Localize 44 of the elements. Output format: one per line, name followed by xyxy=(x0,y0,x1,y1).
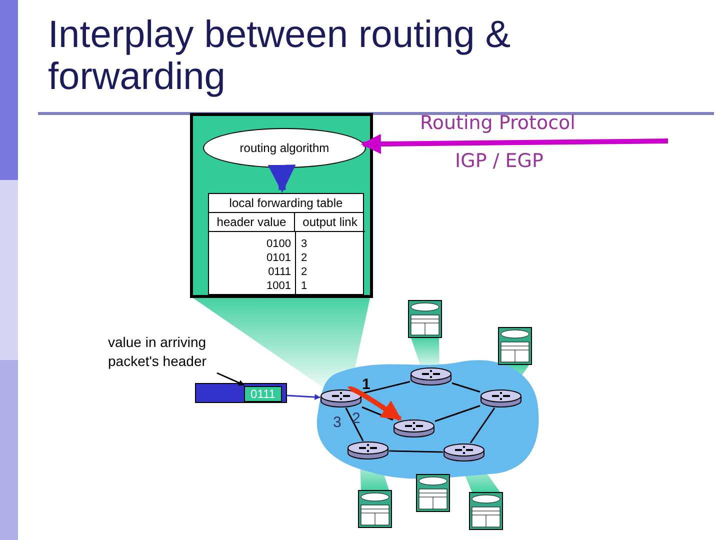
protocol-label: Routing Protocol xyxy=(420,112,576,134)
arrow xyxy=(349,386,402,422)
arrow xyxy=(286,394,321,400)
arrow xyxy=(268,164,296,193)
table-title: local forwarding table xyxy=(229,196,343,210)
table-cell-text: 3 xyxy=(301,237,308,251)
port-number: 2 xyxy=(352,410,360,427)
router-icon xyxy=(347,441,389,460)
link-line xyxy=(434,405,480,422)
router-icon xyxy=(480,389,522,408)
port-number: 3 xyxy=(333,414,342,431)
router-table-icon xyxy=(416,474,450,512)
table-cell: header value xyxy=(209,213,295,232)
link-line xyxy=(362,380,410,394)
link-line xyxy=(388,450,444,453)
table-cell-text: 1001 xyxy=(266,279,291,293)
router-table-icon xyxy=(408,300,442,338)
router-icon xyxy=(443,443,485,462)
annotation-text: value in arriving packet's header xyxy=(108,333,236,373)
router-box xyxy=(190,113,373,298)
packet-bar xyxy=(195,383,287,403)
table-cell-text: 2 xyxy=(301,265,308,279)
header-field: 0111 xyxy=(244,386,282,402)
table-cell-text: 0111 xyxy=(267,265,291,279)
slide-title: Interplay between routing & forwarding xyxy=(48,14,512,98)
algorithm-ellipse: routing algorithm xyxy=(203,128,366,168)
protocol-label: IGP / EGP xyxy=(455,150,544,172)
router-table-icon xyxy=(469,492,503,530)
table-cell-text: 0100 xyxy=(266,237,291,251)
router-table-icon xyxy=(498,327,532,365)
router-icon xyxy=(320,389,362,408)
forwarding-table xyxy=(208,193,364,295)
port-number: 1 xyxy=(362,376,370,393)
arrow xyxy=(216,372,245,386)
table-cell-text: 1 xyxy=(301,279,308,293)
link-line xyxy=(362,406,394,421)
router-icon xyxy=(410,367,452,386)
arrow xyxy=(360,134,668,154)
link-line xyxy=(452,382,480,393)
table-cell-text: 0101 xyxy=(266,251,291,265)
router-table-icon xyxy=(358,490,392,528)
table-cell-text: 2 xyxy=(301,251,308,265)
router-icon xyxy=(393,419,435,438)
table-cell: output link xyxy=(295,213,365,232)
